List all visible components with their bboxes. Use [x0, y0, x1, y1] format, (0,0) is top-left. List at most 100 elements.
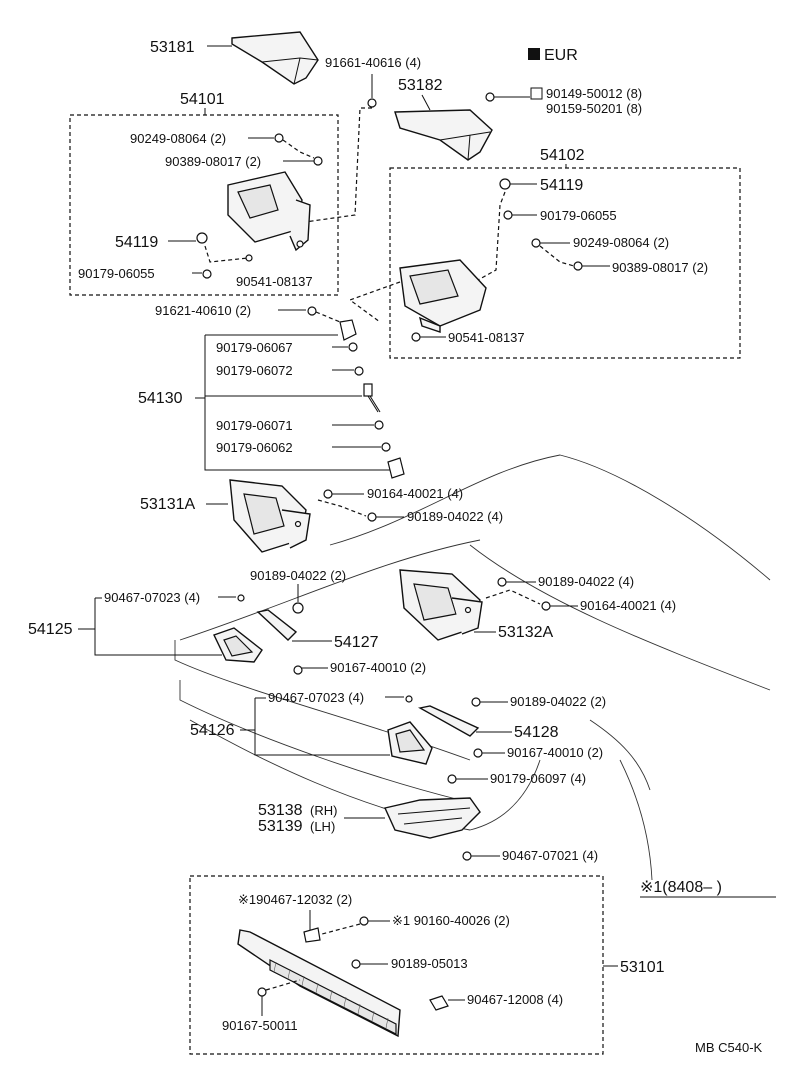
bolt-icon [473, 748, 483, 758]
label-90167-40010-a: 90167-40010 (2) [330, 660, 426, 675]
part-53182-bracket [394, 109, 493, 161]
clip-icon [237, 594, 245, 602]
part-54127-bracket [256, 609, 298, 641]
label-90159-50201: 90159-50201 (8) [546, 101, 642, 116]
part-53138-under-cover [384, 797, 481, 839]
label-90164-40021-b: 90164-40021 (4) [580, 598, 676, 613]
part-53131A-lamp-case [229, 479, 311, 553]
part-54101-housing [227, 171, 311, 252]
screw-icon [531, 238, 541, 248]
label-variant-marker: ※1(8408– ) [640, 879, 722, 896]
nut-icon [202, 269, 212, 279]
label-90467-07023-b: 90467-07023 (4) [268, 690, 364, 705]
label-90189-04022-c: 90189-04022 (4) [538, 574, 634, 589]
part-54125-fog-lamp [213, 627, 263, 663]
label-53182: 53182 [398, 77, 443, 94]
bolt-icon [293, 665, 303, 675]
nut-icon [348, 342, 358, 352]
figure-code: MB C540-K [695, 1040, 763, 1055]
label-53138: 53138 [258, 802, 303, 819]
screw-icon [359, 916, 369, 926]
part-53132A-lamp-case [399, 569, 483, 641]
label-90179-06072: 90179-06072 [216, 363, 293, 378]
nut-icon [367, 512, 377, 522]
nut-icon [573, 261, 583, 271]
label-54126: 54126 [190, 722, 235, 739]
label-54101: 54101 [180, 91, 225, 108]
label-54127: 54127 [334, 634, 379, 651]
nut-icon [503, 210, 513, 220]
label-53181: 53181 [150, 39, 195, 56]
diamond-marker-icon [528, 48, 540, 60]
label-90541-08137-b: 90541-08137 [448, 330, 525, 345]
assembly-box-54102 [389, 167, 741, 359]
nut-icon [497, 577, 507, 587]
part-54102-housing [399, 259, 487, 333]
label-54125: 54125 [28, 621, 73, 638]
clip-icon [462, 851, 472, 861]
screw-icon [274, 133, 284, 143]
label-90179-06055-a: 90179-06055 [78, 266, 155, 281]
label-54119-a: 54119 [115, 234, 158, 251]
adjusting-screw-icon [363, 383, 381, 413]
clip-icon [245, 254, 253, 262]
label-90179-06097: 90179-06097 (4) [490, 771, 586, 786]
label-90467-12032: ※190467-12032 (2) [238, 892, 352, 907]
bolt-icon [307, 306, 317, 316]
bolt-icon [367, 98, 377, 108]
label-90249-08064-b: 90249-08064 (2) [573, 235, 669, 250]
label-53139-lh: (LH) [310, 819, 335, 834]
label-53131A: 53131A [140, 496, 195, 513]
nut-icon [381, 442, 391, 452]
bulb-icon [196, 232, 208, 244]
label-90167-40010-b: 90167-40010 (2) [507, 745, 603, 760]
bolt-icon [257, 987, 267, 997]
bulb-icon [499, 178, 511, 190]
part-53101-grille [237, 929, 401, 1038]
nut-icon [292, 602, 304, 614]
label-90467-07021: 90467-07021 (4) [502, 848, 598, 863]
label-90149-50012: 90149-50012 (8) [546, 86, 642, 101]
clip-icon [429, 995, 449, 1011]
clip-icon [303, 927, 321, 943]
label-90389-08017-a: 90389-08017 (2) [165, 154, 261, 169]
label-region-eur: EUR [544, 47, 578, 64]
nut-icon [447, 774, 457, 784]
label-91621-40610: 91621-40610 (2) [155, 303, 251, 318]
label-90389-08017-b: 90389-08017 (2) [612, 260, 708, 275]
nut-icon [471, 697, 481, 707]
bracket-icon [387, 457, 405, 479]
assembly-box-54101 [69, 114, 339, 296]
screw-icon [323, 489, 333, 499]
label-53139: 53139 [258, 818, 303, 835]
label-90179-06055-b: 90179-06055 [540, 208, 617, 223]
nut-icon [313, 156, 323, 166]
label-90467-12008: 90467-12008 (4) [467, 992, 563, 1007]
label-90189-04022-b: 90189-04022 (2) [250, 568, 346, 583]
label-91661-40616: 91661-40616 (4) [325, 55, 421, 70]
label-54102: 54102 [540, 147, 585, 164]
label-90167-50011: 90167-50011 [222, 1018, 298, 1033]
label-90189-05013: 90189-05013 [391, 956, 468, 971]
nut-icon [354, 366, 364, 376]
nut-icon [374, 420, 384, 430]
label-90164-40021-a: 90164-40021 (4) [367, 486, 463, 501]
label-90179-06067: 90179-06067 [216, 340, 293, 355]
label-90249-08064-a: 90249-08064 (2) [130, 131, 226, 146]
part-53181-bracket [231, 31, 319, 85]
bolt-icon [485, 92, 495, 102]
label-90467-07023-a: 90467-07023 (4) [104, 590, 200, 605]
label-90189-04022-d: 90189-04022 (2) [510, 694, 606, 709]
label-53132A: 53132A [498, 624, 553, 641]
screw-icon [541, 601, 551, 611]
assembly-box-53101 [189, 875, 604, 1055]
label-90189-04022-a: 90189-04022 (4) [407, 509, 503, 524]
label-90541-08137-a: 90541-08137 [236, 274, 313, 289]
nut-icon [351, 959, 361, 969]
label-53101: 53101 [620, 959, 665, 976]
label-90179-06071: 90179-06071 [216, 418, 293, 433]
label-90179-06062: 90179-06062 [216, 440, 293, 455]
label-53138-rh: (RH) [310, 803, 337, 818]
